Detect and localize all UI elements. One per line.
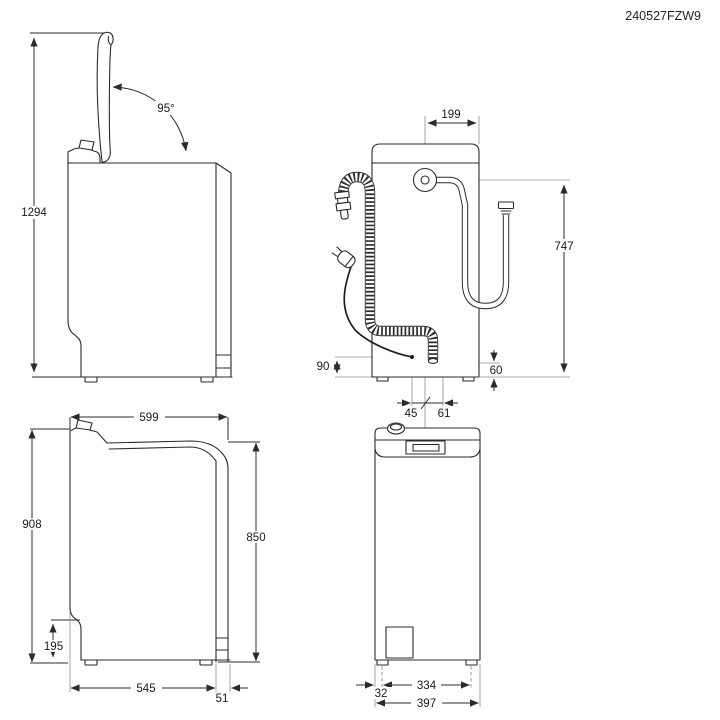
inlet-hose: [431, 176, 515, 310]
drain-hose: [334, 171, 439, 364]
fitting-tip: [340, 209, 349, 220]
document-code: 240527FZW9: [625, 9, 701, 23]
lid-handle-fold: [107, 36, 112, 46]
plug-body: [337, 250, 356, 269]
label-bg: [240, 531, 272, 543]
rear-foot: [200, 376, 214, 383]
label-bg: [19, 206, 50, 219]
mains-cable: [343, 263, 411, 358]
dim-inlet-to-side: 199: [441, 109, 460, 121]
dim-body-height: 850: [246, 532, 265, 544]
dim-lid-angle: 95°: [157, 103, 174, 115]
drain-hose-open-end: [427, 358, 439, 364]
ext-lines-545-51: [69, 612, 231, 692]
label-bg: [131, 682, 162, 694]
dim-cable-height: 90: [317, 361, 330, 373]
hose-coupling-nut: [497, 201, 515, 210]
drain-hose-end-fitting: [334, 190, 352, 220]
display-window: [412, 443, 440, 452]
rear-foot: [199, 659, 213, 666]
right-foot: [462, 376, 475, 382]
program-knob-side: [75, 419, 93, 431]
dim-foot-inset: 32: [375, 688, 388, 700]
dim-drain-offset: 61: [438, 408, 451, 420]
console-outline: [69, 427, 108, 444]
right-foot: [465, 659, 478, 666]
label-bg: [311, 360, 334, 372]
dim-total-width: 397: [417, 698, 436, 710]
left-foot: [376, 376, 389, 382]
filter-door: [385, 626, 414, 659]
front-view: 334 32 397: [356, 422, 481, 710]
ext-lines-850: [218, 441, 260, 663]
label-bg: [434, 406, 454, 419]
machine-rear-body: [371, 143, 480, 378]
dim-total-height-lid-open: 1294: [21, 207, 47, 219]
dim-foot-spacing: 334: [417, 680, 437, 692]
program-knob-side: [78, 139, 95, 151]
plug-pins: [331, 246, 354, 268]
dim-plinth-height: 195: [44, 641, 63, 653]
console-outline: [67, 147, 101, 164]
open-lid: [96, 31, 114, 163]
side-closed-view: 599 908 850 195 545 51: [17, 411, 272, 705]
rear-view: 199 747 90 60 45 61: [311, 109, 581, 434]
inlet-valve-inner: [420, 175, 430, 185]
top-outer-line: [106, 440, 229, 663]
mains-plug-and-cable: [331, 246, 414, 359]
left-foot: [376, 659, 389, 666]
dim-drain-hose-height: 60: [490, 365, 503, 377]
foot-center-dashed-lines: [381, 666, 472, 688]
lid-seam-line: [108, 446, 217, 663]
ext-lines-599: [69, 417, 229, 440]
mains-plug: [331, 246, 356, 269]
dim-total-height: 908: [22, 519, 41, 531]
machine-rear-channel: [215, 162, 232, 378]
dim-hose-height: 747: [554, 241, 573, 253]
label-bg: [412, 679, 441, 691]
label-bg: [40, 640, 67, 652]
dim-rear-channel-depth: 51: [216, 693, 229, 705]
label-bg: [411, 697, 442, 709]
label-bg: [548, 239, 581, 252]
dim-tick-center: [420, 396, 431, 410]
drain-hose-ribs: [338, 172, 438, 360]
machine-front-body: [374, 427, 481, 661]
label-bg: [134, 411, 165, 423]
hose-coupling-ridges: [500, 210, 512, 215]
front-foot: [84, 376, 98, 383]
lid-angle-arc: [112, 83, 189, 152]
dim-total-depth: 599: [139, 412, 158, 424]
label-bg: [17, 518, 48, 530]
machine-front-edge: [69, 430, 82, 661]
program-knob-top: [389, 423, 403, 431]
ext-lines-908: [30, 428, 70, 664]
label-bg: [484, 364, 508, 376]
console-bottom-seam: [374, 448, 481, 458]
front-foot: [84, 659, 98, 666]
inlet-hose-core: [431, 177, 509, 309]
machine-front-edge: [67, 162, 82, 378]
cable-end-point: [410, 355, 414, 359]
rear-channel-ticks: [215, 637, 229, 651]
label-bg: [401, 406, 421, 419]
side-open-view: 1294 95°: [19, 31, 233, 383]
ext-lines-397: [374, 664, 481, 707]
label-bg: [151, 101, 183, 115]
dim-body-depth: 545: [136, 683, 155, 695]
dim-cable-offset: 45: [405, 408, 418, 420]
label-bg: [371, 687, 392, 699]
